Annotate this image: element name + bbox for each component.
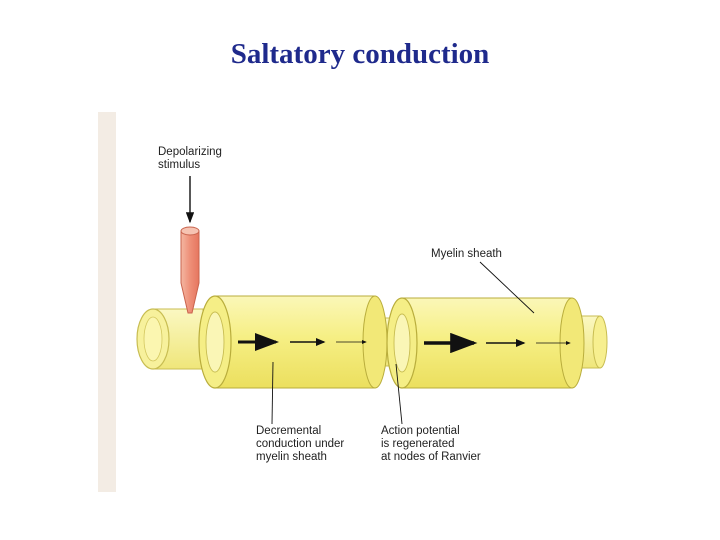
decremental-leader-line xyxy=(271,361,274,425)
myelin-leader-line xyxy=(479,261,535,314)
node-leader-line xyxy=(395,363,403,425)
axon-left-end xyxy=(136,308,204,370)
stimulating-electrode xyxy=(180,226,200,314)
stimulus-label: Depolarizing stimulus xyxy=(158,146,222,171)
decremental-conduction-label: Decremental conduction under myelin shea… xyxy=(256,425,345,463)
myelin-sheath-label: Myelin sheath xyxy=(431,248,502,260)
scan-edge xyxy=(98,112,116,492)
action-potential-label: Action potential is regenerated at nodes… xyxy=(381,425,481,463)
slide-title: Saltatory conduction xyxy=(230,38,490,70)
